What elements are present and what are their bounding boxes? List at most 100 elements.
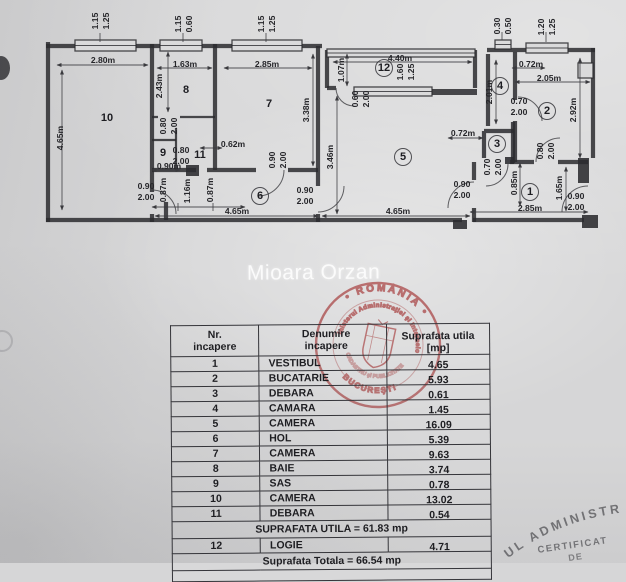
cell-name: DEBARA	[260, 505, 388, 522]
room-number-circle	[488, 135, 506, 153]
cell-area: 4.71	[387, 536, 492, 553]
cell-nr: 1	[170, 356, 260, 372]
dim-label: 4.40m	[388, 53, 413, 63]
room-number: 1	[527, 186, 533, 198]
cell-nr: 6	[171, 431, 260, 447]
dim-label: 2.00	[493, 158, 503, 175]
dim-label: 0.72m	[451, 128, 476, 138]
dim-label: 2.92m	[568, 97, 578, 122]
dim-label: 1.20	[536, 18, 546, 35]
dim-label: 0.87m	[158, 177, 168, 202]
room-number-circle	[521, 183, 539, 201]
official-round-stamp: • ROMÂNIA • Ministerul Administraţiei şi…	[309, 276, 442, 409]
dim-label: 0.70	[511, 96, 528, 106]
dim-label: 0.80	[158, 117, 168, 134]
col-header-nr: Nr.incapere	[170, 325, 260, 357]
cell-nr: 11	[171, 506, 261, 522]
dim-label: 0.90	[454, 179, 471, 189]
cell-name: DEBARA	[259, 385, 387, 402]
col-header-area: Suprafata utila[mp]	[386, 323, 490, 356]
dimension-lines	[56, 32, 591, 218]
dim-label: 0.90	[267, 151, 277, 168]
room-number: 11	[194, 149, 206, 161]
cell-name: CAMARA	[259, 400, 388, 417]
cell-nr: 4	[171, 401, 260, 417]
cell-name: BUCATARIE	[259, 370, 387, 387]
dim-label: 3.38m	[301, 97, 311, 122]
dim-label: 2.80m	[91, 55, 116, 65]
dim-label: 1.60	[395, 63, 405, 80]
dim-label: 0.50	[503, 17, 513, 34]
windows	[74, 39, 569, 97]
dim-label: 0.70	[482, 158, 492, 175]
dim-label: 0.30	[492, 17, 502, 34]
dim-label: 1.07m	[336, 57, 346, 82]
cell-area: 5.39	[387, 429, 491, 446]
room-number-circle	[375, 59, 393, 77]
dim-label: 2.00	[169, 117, 179, 134]
dim-label: 2.00	[454, 190, 471, 200]
cell-nr: 12	[172, 538, 261, 554]
dim-label: 1.63m	[173, 59, 198, 69]
cell-nr: 9	[171, 476, 261, 492]
cell-nr: 5	[171, 416, 260, 432]
cell-area: 16.09	[387, 414, 491, 431]
hole-punch-mark	[0, 330, 13, 352]
dim-label: 4.65m	[386, 206, 411, 216]
dim-label: 0.62m	[221, 139, 246, 149]
dim-label: 0.80	[173, 145, 190, 155]
dim-label: 1.25	[406, 63, 416, 80]
cell-nr: 2	[170, 371, 260, 387]
door-arcs	[151, 87, 589, 215]
dim-label: 0.72m	[519, 59, 544, 69]
clipped-row	[172, 568, 492, 582]
room-number: 5	[400, 151, 406, 163]
stamp-outer-ring	[314, 281, 442, 409]
walls	[45, 42, 598, 229]
dim-label: 4.65m	[225, 206, 250, 216]
room-number: 4	[497, 80, 504, 92]
stamp-coat-of-arms	[362, 319, 397, 369]
stamp-inner-ring	[332, 299, 424, 391]
dim-label: 2.85m	[255, 59, 280, 69]
dim-label: 2.00	[511, 107, 528, 117]
room-number-circle	[538, 102, 556, 120]
dim-label: 0.85m	[509, 170, 519, 195]
room-number: 2	[544, 105, 550, 117]
scan-edge-blob	[0, 56, 10, 80]
dim-label: 0.90	[568, 191, 585, 201]
room-number: 8	[183, 84, 189, 96]
dim-label: 2.00	[278, 151, 288, 168]
cell-name: BAIE	[259, 460, 388, 477]
cell-area: 4.65	[386, 354, 490, 371]
corner-certificate-stamp: UL ADMINISTRAT CERTIFICAT DE	[492, 492, 620, 563]
dim-label: 2.00	[568, 202, 585, 212]
cell-name: HOL	[259, 430, 388, 447]
dim-label: 2.01m	[484, 79, 494, 104]
dim-label: 1.16m	[182, 178, 192, 203]
dim-label: 4.65m	[55, 125, 65, 150]
cell-nr: 3	[170, 386, 260, 402]
cell-name: CAMERA	[259, 415, 388, 432]
dim-label: 0.90	[297, 185, 314, 195]
dim-label: 0.90m	[157, 161, 182, 171]
dim-label: 1.25	[101, 12, 111, 29]
room-number-circle	[251, 187, 269, 205]
cell-area: 0.78	[387, 474, 491, 491]
dim-label: 2.00	[546, 142, 556, 159]
dim-label: 2.43m	[154, 73, 164, 98]
